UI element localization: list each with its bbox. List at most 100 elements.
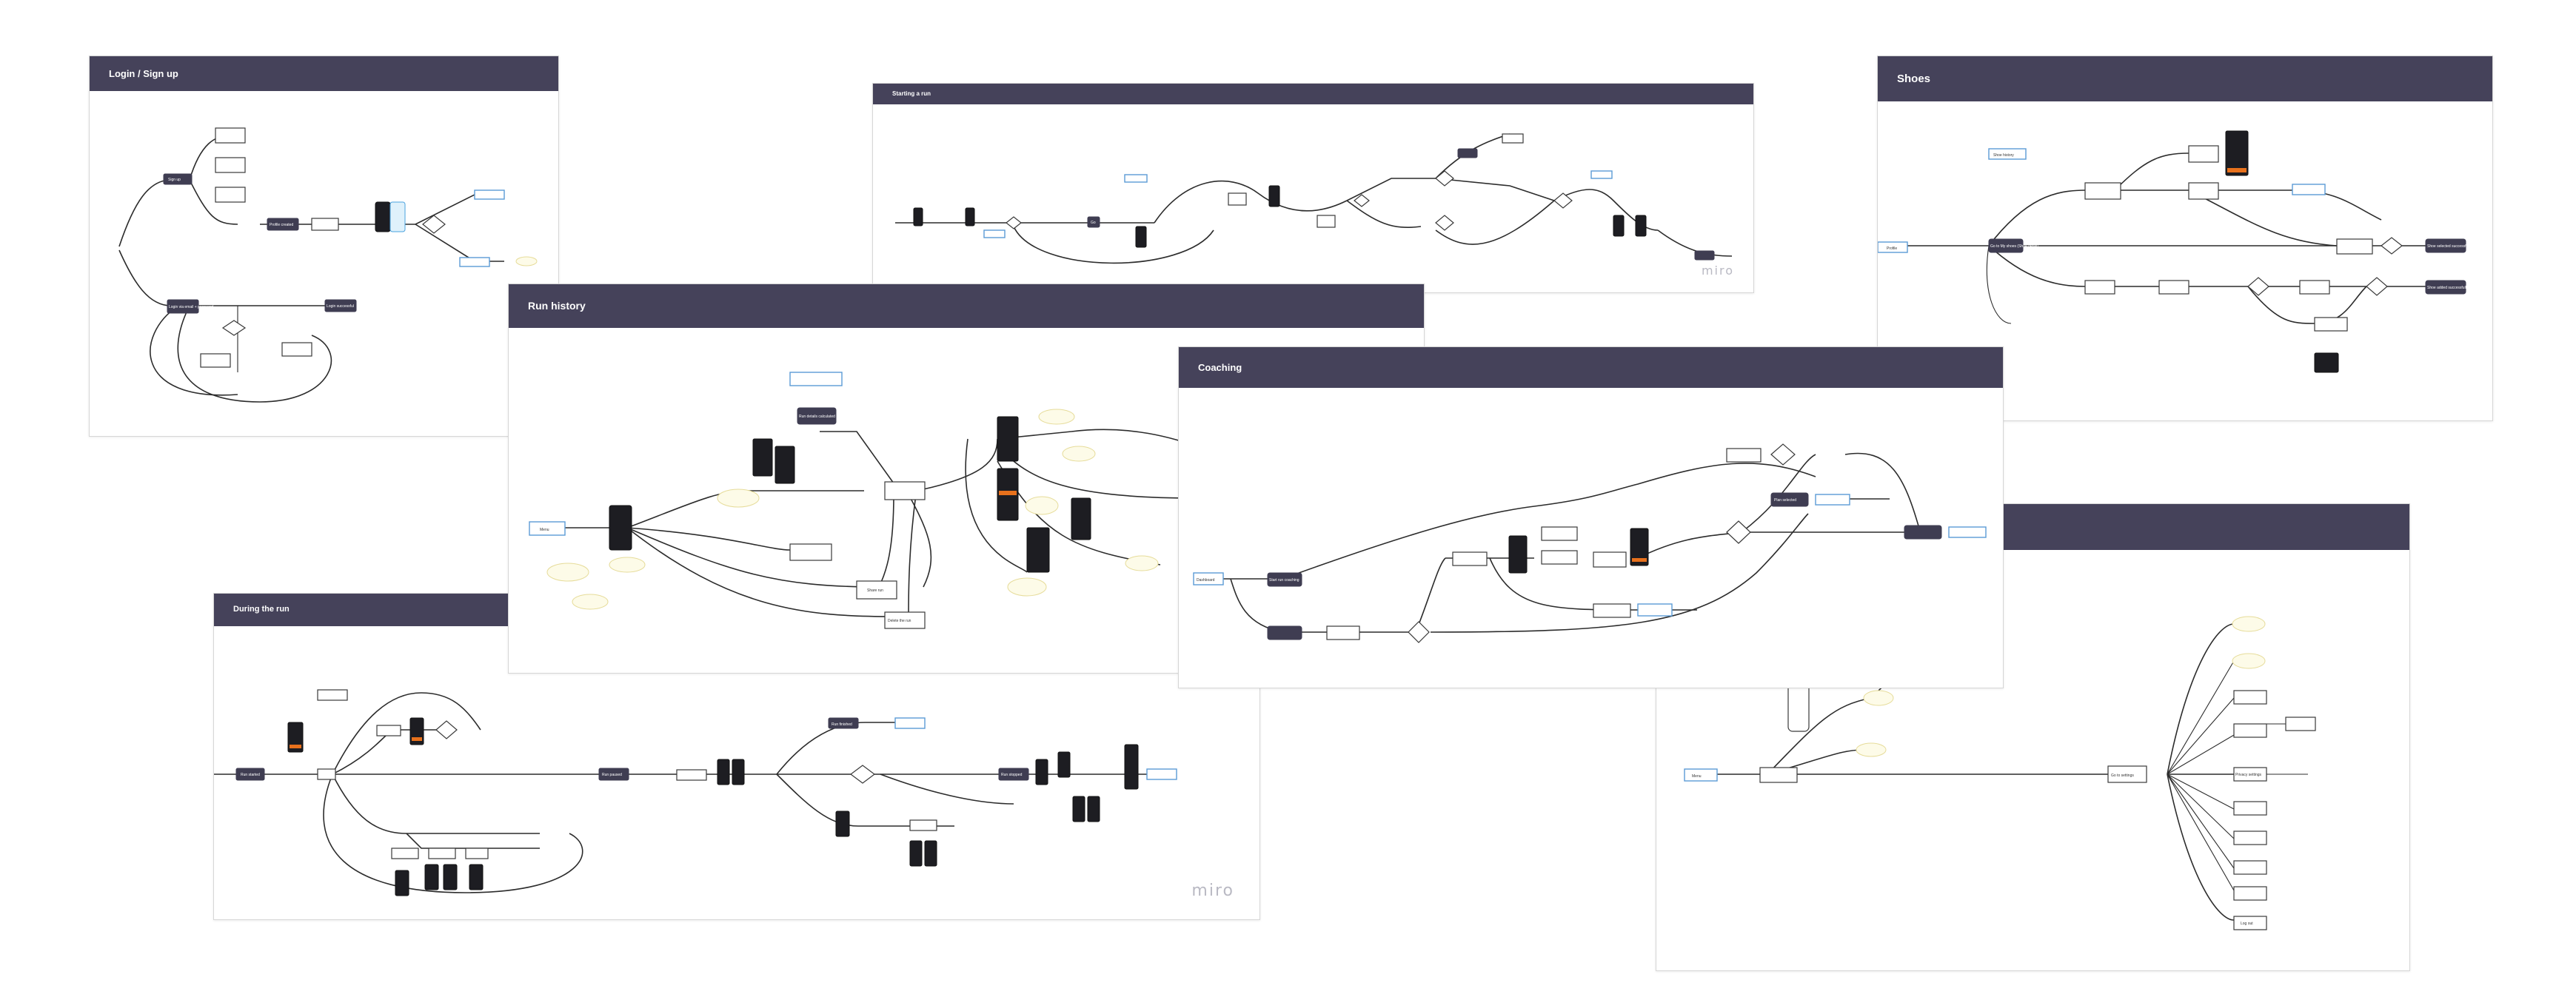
decision-node [2381, 237, 2403, 255]
board-history-header: Run history [509, 284, 1424, 328]
flow-node [1726, 448, 1762, 463]
board-coaching: Coaching Dashboard Start run coaching [1178, 346, 2004, 688]
run-details-label: Run details calculated [799, 415, 835, 419]
phone-screenshot [469, 864, 484, 890]
phone-screenshot [2225, 130, 2249, 176]
phone-screenshot [375, 201, 391, 232]
login-node [311, 218, 339, 231]
login-successful-label: Login successful [327, 304, 354, 309]
board-shoes: Shoes Profile Go to My shoes (Shoe detai… [1877, 56, 2493, 421]
phone-screenshot [1072, 796, 1085, 822]
flow-node [1541, 526, 1578, 541]
flow-node [391, 848, 419, 859]
note [717, 489, 760, 508]
signup-node [163, 173, 193, 185]
link-node [1146, 768, 1177, 780]
phone-screenshot [1087, 796, 1100, 822]
note [1062, 446, 1096, 462]
link-node [894, 717, 926, 729]
note [515, 256, 538, 266]
link-node [2292, 184, 2326, 195]
flow-node [376, 725, 401, 736]
board-coaching-diagram: Dashboard Start run coaching Plan select… [1179, 388, 2003, 688]
phone-screenshot-accent [412, 737, 422, 741]
flow-node [1593, 603, 1631, 618]
phone-screenshot [1124, 744, 1139, 790]
flow-node [465, 848, 489, 859]
shoe-added-label: Shoe added successfully [2427, 286, 2469, 290]
flow-node [1502, 133, 1524, 144]
profile-node [1878, 241, 1908, 253]
board-login-header: Login / Sign up [90, 56, 558, 91]
login-node [281, 342, 312, 357]
board-shoes-diagram: Profile Go to My shoes (Shoe detail) Sho… [1878, 101, 2492, 420]
note [1125, 555, 1159, 571]
flow-node [317, 689, 348, 701]
run-finished-label: Run finished [832, 722, 852, 727]
board-during-watermark: miro [1191, 882, 1234, 900]
login-via-email-label: Login via email + password [169, 305, 214, 309]
decision-node [2247, 277, 2269, 296]
go-to-my-shoes-node [1988, 238, 2024, 253]
phone-screenshot [717, 759, 730, 785]
go-label: Go [1091, 221, 1096, 225]
delete-node [884, 611, 926, 629]
plan-selected-label: Plan selected [1774, 498, 1796, 503]
shoe-history-node [1988, 148, 2027, 160]
flow-node [1593, 551, 1627, 568]
flow-node [676, 769, 707, 781]
board-starting-header: Starting a run [873, 84, 1753, 104]
board-history-diagram: Menu Run details calculated Share run De… [509, 328, 1424, 673]
profile-created-node [267, 218, 299, 231]
flow-node [2084, 182, 2121, 200]
board-starting-watermark: miro [1701, 264, 1734, 278]
run-paused-node [598, 768, 629, 781]
link-node [1815, 494, 1850, 506]
decision-node [1354, 194, 1370, 207]
go-to-settings-node [2107, 765, 2147, 783]
decision-node [1553, 192, 1573, 209]
settings-menu-node [1684, 768, 1718, 782]
login-node [215, 157, 246, 173]
profile-created-label: Profile created [270, 223, 293, 227]
logout-label: Log out [2241, 922, 2253, 926]
flow-node [2233, 690, 2267, 705]
go-to-my-shoes-label: Go to My shoes (Shoe detail) [1990, 244, 2038, 249]
share-label: Share run [867, 588, 883, 593]
flow-node [2084, 280, 2115, 295]
phone-screenshot [1026, 527, 1050, 573]
note [1863, 690, 1894, 706]
flow-node [1541, 550, 1578, 565]
start-coaching-node [1267, 572, 1302, 587]
decision-node [1435, 215, 1454, 231]
board-login-diagram: Sign up Profile created Login via email … [90, 91, 558, 436]
phone-screenshot-accent [290, 745, 301, 748]
note [2232, 653, 2266, 669]
note [1856, 742, 1887, 757]
delete-label: Delete the run [888, 619, 911, 623]
flow-node [2336, 238, 2373, 255]
decision-node [1408, 621, 1430, 643]
phone-screenshot [1035, 759, 1048, 785]
note [572, 594, 609, 610]
share-node [856, 580, 897, 600]
board-starting-title: Starting a run [892, 90, 931, 97]
board-starting-diagram: Go [873, 104, 1753, 292]
phone-screenshot [1613, 215, 1625, 237]
decision-node [1726, 520, 1751, 544]
link-node [1124, 174, 1148, 183]
shoe-selected-node [2425, 238, 2466, 253]
decision-node [2366, 277, 2388, 296]
phone-screenshot [389, 201, 406, 232]
signup-label: Sign up [168, 178, 181, 182]
flow-node [2285, 717, 2316, 731]
run-paused-label: Run paused [602, 773, 622, 777]
board-shoes-header: Shoes [1878, 56, 2492, 101]
decision-node [1435, 170, 1454, 187]
decision-node [221, 320, 247, 336]
login-node [167, 299, 199, 314]
flow-node [2158, 280, 2189, 295]
phone-screenshot [924, 840, 937, 867]
flow-node [1452, 551, 1488, 566]
board-during-title: During the run [233, 605, 290, 614]
